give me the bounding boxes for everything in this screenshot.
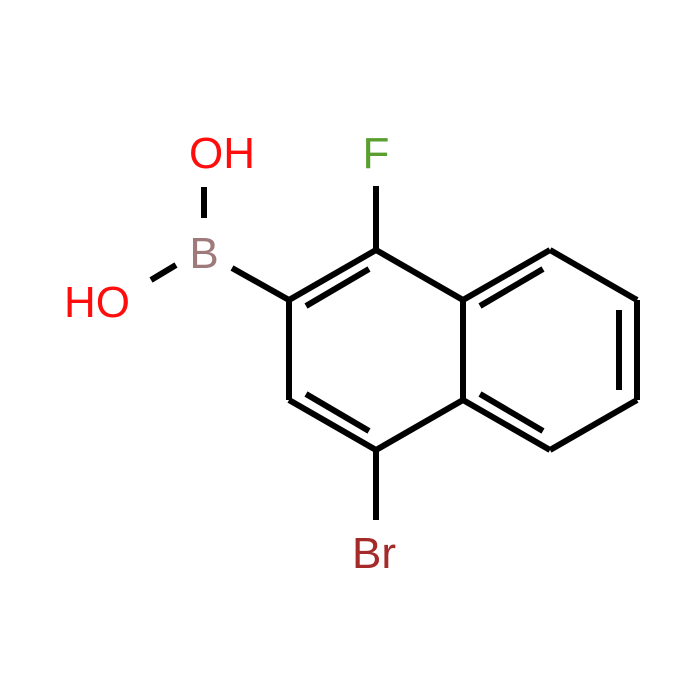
bond-c1-c2-inner [304, 266, 371, 309]
bond-c5-c4a [461, 397, 552, 453]
bond-c3-c4 [287, 397, 378, 453]
bond-c8a-c1 [374, 247, 465, 303]
bond-c8a-c8 [461, 247, 552, 303]
atom-labels: OH B HO F Br [64, 129, 396, 578]
bond-c1-c2 [287, 247, 378, 303]
atom-label-bromine: Br [352, 529, 396, 578]
atom-label-ho-left: HO [64, 278, 130, 327]
bond-b-ho-left [149, 262, 178, 283]
bonds [149, 186, 640, 520]
atom-label-boron: B [189, 229, 218, 278]
bond-b-c2 [230, 265, 291, 303]
atom-label-fluorine: F [363, 129, 390, 178]
bond-c5-c4a-inner [478, 391, 545, 434]
atom-label-oh-top: OH [189, 129, 255, 178]
bond-c8a-c8-inner [478, 266, 545, 309]
bond-c8-c7 [548, 247, 639, 303]
bond-c6-c5 [548, 397, 639, 453]
bond-c3-c4-inner [304, 391, 371, 434]
bond-c4-c4a [374, 397, 465, 453]
